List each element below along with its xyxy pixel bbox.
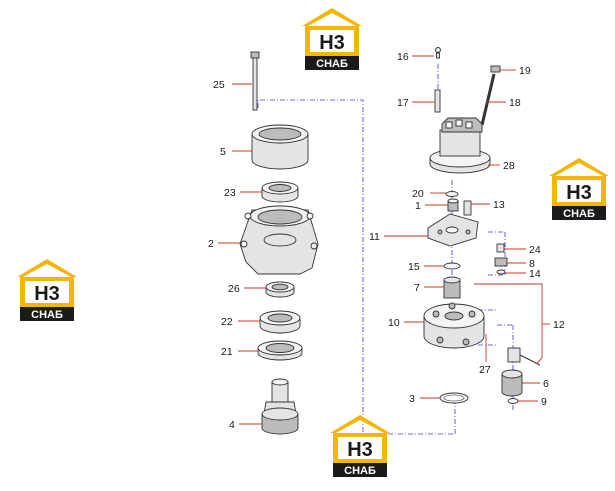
part-18-level-gauge [480,73,496,126]
callout-3: 3 [409,393,415,405]
part-19-plug [490,65,501,73]
callout-25: 25 [213,79,225,91]
part-13-pin [463,200,472,216]
callout-9: 9 [541,396,547,408]
svg-text:H3: H3 [347,439,373,461]
logo-watermark-bottom: H3 СНАБ [330,415,390,477]
logo-watermark-top: H3 СНАБ [302,8,362,70]
callout-14: 14 [529,268,541,280]
part-28-hydraulic-motor [429,117,491,174]
part-7-sun-gear [443,276,461,299]
callout-22: 22 [221,316,233,328]
part-25-bolt [250,51,260,111]
callout-4: 4 [229,419,235,431]
part-11-planet-carrier [427,213,479,247]
callout-2: 2 [208,238,214,250]
part-1-sun-gear [447,198,459,212]
callout-labels: 25 5 23 2 26 22 21 4 16 19 17 18 28 20 1… [208,51,565,431]
svg-text:H3: H3 [566,182,592,204]
svg-text:СНАБ: СНАБ [344,465,376,477]
part-9-thrust-washer [507,398,519,404]
part-2-motor-housing [239,205,319,275]
part-26-bearing [265,281,295,298]
callout-6: 6 [543,378,549,390]
callout-24: 24 [529,244,541,256]
callout-26: 26 [228,283,240,295]
logo-watermark-left: H3 СНАБ [17,259,77,321]
callout-11: 11 [369,231,380,243]
part-17-pin [434,89,441,113]
callout-13: 13 [493,199,505,211]
part-8-planet-gear [494,257,508,267]
part-6-planet-gear [501,369,523,397]
logo-watermark-right: H3 СНАБ [549,158,609,220]
callout-8: 8 [529,258,535,270]
callout-16: 16 [397,51,409,63]
part-22-bearing [259,310,301,334]
leader-lines [218,55,550,425]
callout-21: 21 [221,346,233,358]
callout-5: 5 [220,146,226,158]
part-4-pinion-shaft [261,378,299,435]
part-15-snap-ring [443,262,461,270]
callout-19: 19 [519,65,531,77]
callout-10: 10 [388,317,400,329]
svg-text:СНАБ: СНАБ [316,58,348,70]
callout-12: 12 [553,319,565,331]
svg-text:СНАБ: СНАБ [31,309,63,321]
callout-28: 28 [503,160,515,172]
callout-17: 17 [397,97,409,109]
part-5-ring-gear [251,124,309,170]
callout-15: 15 [408,261,420,273]
part-16-plug [435,47,441,59]
callout-7: 7 [414,282,420,294]
callout-1: 1 [415,200,421,212]
svg-text:СНАБ: СНАБ [563,208,595,220]
svg-text:H3: H3 [34,283,60,305]
part-20-thrust-washer [445,191,459,197]
callout-23: 23 [224,187,236,199]
part-23-bearing [261,181,299,203]
part-14-snap-ring [496,269,506,275]
part-3-o-ring [439,392,469,404]
callout-20: 20 [412,188,424,200]
svg-text:H3: H3 [319,32,345,54]
callout-18: 18 [509,97,521,109]
part-10-planet-carrier [423,302,485,349]
part-21-oil-seal [257,340,303,361]
part-24-thrust-washer [496,243,505,253]
callout-27: 27 [479,364,491,376]
